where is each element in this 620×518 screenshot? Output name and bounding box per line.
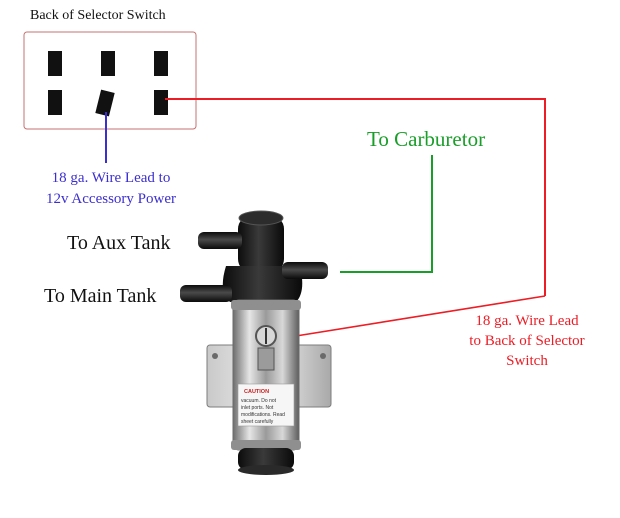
main-tank-label: To Main Tank	[44, 285, 157, 307]
selector-switch	[23, 31, 197, 130]
bracket-hole-left	[212, 353, 218, 359]
carburetor-label: To Carburetor	[367, 127, 486, 151]
solenoid-base	[238, 465, 294, 475]
back-switch-wire-label: 18 ga. Wire Lead to Back of Selector Swi…	[452, 311, 602, 371]
back-switch-wire-label-line-1: 18 ga. Wire Lead	[475, 313, 579, 329]
switch-terminal-bottom-right	[154, 90, 168, 115]
solenoid-body	[232, 299, 300, 451]
caution-line-1: vacuum. Do not	[241, 398, 277, 404]
back-switch-wire-label-line-2: to Back of Selector	[469, 333, 585, 349]
red-wire-to-valve	[295, 295, 546, 337]
accessory-wire-label: 18 ga. Wire Lead to 12v Accessory Power	[26, 168, 196, 210]
switch-terminal-top-left	[48, 51, 62, 76]
solenoid-ring-bottom	[231, 440, 301, 450]
caution-line-2: inlet ports. Not	[241, 405, 274, 411]
switch-terminal-top-middle	[101, 51, 115, 76]
switch-terminal-bottom-left	[48, 90, 62, 115]
accessory-wire-label-line-2: 12v Accessory Power	[46, 191, 176, 207]
solenoid-bottom-cap	[238, 448, 294, 470]
terminal-lug	[257, 347, 275, 371]
switch-terminal-top-right	[154, 51, 168, 76]
valve-top-body	[238, 215, 284, 273]
aux-tank-nozzle	[198, 232, 242, 249]
caution-heading: CAUTION	[244, 389, 269, 395]
carburetor-nozzle	[282, 262, 328, 279]
main-tank-nozzle	[180, 285, 232, 302]
solenoid-ring-top	[231, 300, 301, 310]
switch-title: Back of Selector Switch	[30, 8, 166, 23]
accessory-wire-label-line-1: 18 ga. Wire Lead to	[51, 170, 171, 186]
fuel-selector-valve: CAUTION vacuum. Do not inlet ports. Not …	[180, 210, 332, 475]
caution-line-3: modifications. Read	[241, 412, 285, 418]
aux-tank-label: To Aux Tank	[67, 232, 171, 254]
back-switch-wire-label-line-3: Switch	[506, 353, 548, 369]
valve-top-cap	[238, 210, 284, 226]
red-wire-to-switch	[165, 98, 546, 296]
caution-line-4: sheet carefully	[241, 419, 274, 425]
green-line-to-carburetor	[340, 155, 433, 273]
bracket-hole-right	[320, 353, 326, 359]
switch-terminal-bottom-middle	[95, 89, 115, 117]
switch-outline	[23, 31, 197, 130]
caution-sticker	[237, 383, 295, 427]
